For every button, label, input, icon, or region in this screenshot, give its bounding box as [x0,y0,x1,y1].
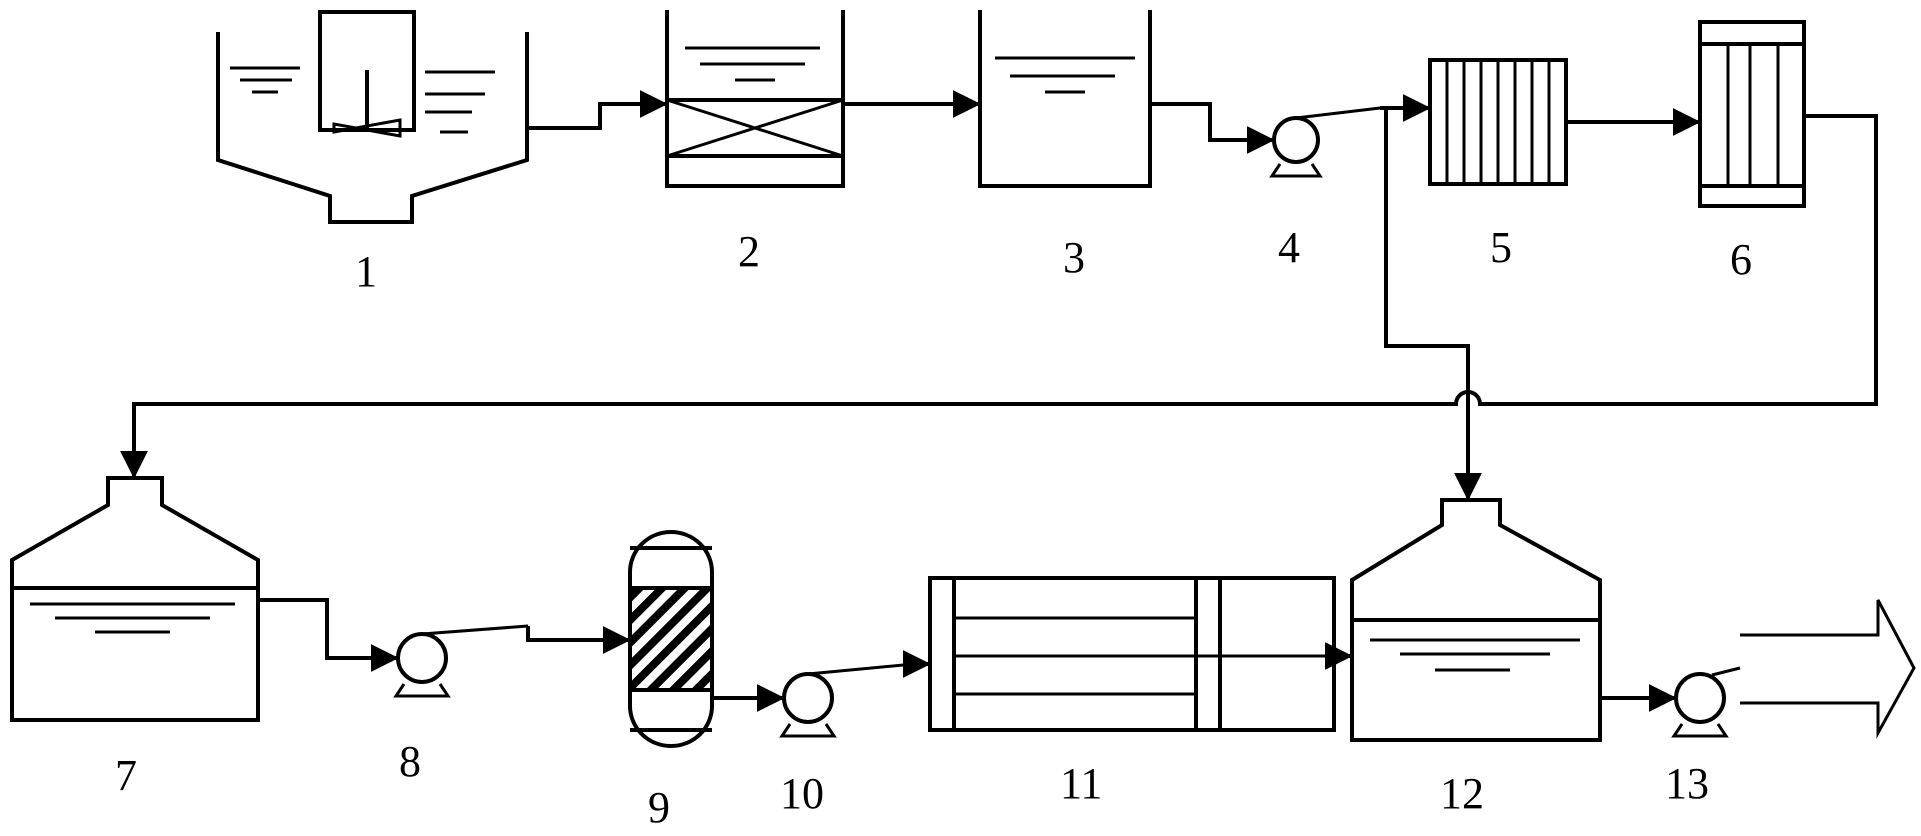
unit-label-5: 5 [1490,223,1512,272]
water-tank-icon [978,10,1152,188]
packed-filter-tank-icon [665,10,845,188]
unit-label-7: 7 [115,751,137,800]
pipe-network [120,90,1878,712]
membrane-module-icon [1698,20,1806,208]
pipe-6-to-7 [120,114,1878,479]
unit-label-6: 6 [1730,235,1752,284]
unit-label-13: 13 [1665,759,1709,808]
pipe-7-to-8 [258,598,399,672]
pump-icon [779,662,915,738]
pump-icon [1269,106,1381,178]
outlet-arrow-icon [1711,599,1916,739]
unit-label-10: 10 [780,769,824,818]
unit-label-11: 11 [1060,759,1103,808]
storage-tank-icon [1350,498,1602,742]
pump-icon [1671,672,1729,738]
membrane-stack-icon [928,576,1336,732]
unit-label-4: 4 [1278,223,1300,272]
cartridge-filter-icon [1428,58,1568,186]
unit-label-8: 8 [399,737,421,786]
pipe-1-to-2 [527,90,668,130]
pipe-3-to-4 [1150,102,1275,154]
settling-tank-with-stirrer-icon [216,10,529,224]
adsorption-column-icon [628,530,714,748]
unit-label-12: 12 [1440,769,1484,818]
pump-icon [393,624,529,698]
unit-label-3: 3 [1063,233,1085,282]
unit-label-9: 9 [648,783,670,832]
unit-label-1: 1 [355,247,377,296]
pipe-8-to-9 [526,626,631,654]
unit-label-2: 2 [738,227,760,276]
pipe-bypass-to-12 [1384,108,1482,501]
storage-tank-icon [10,476,260,722]
